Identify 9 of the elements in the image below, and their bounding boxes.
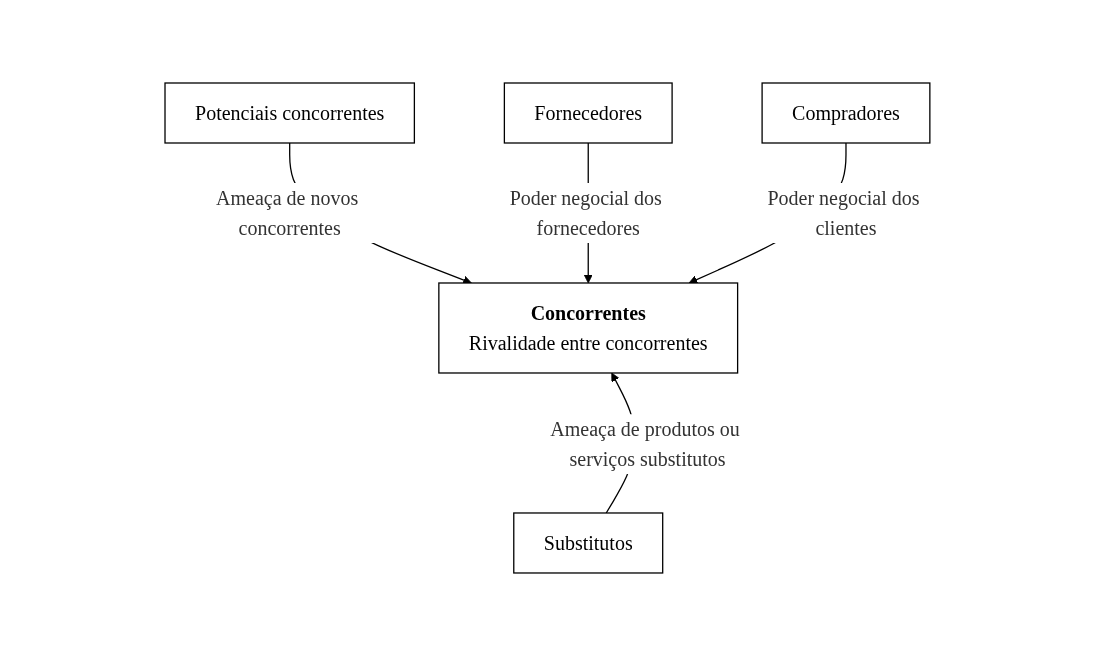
edge-label: Poder negocial dos fornecedores <box>509 186 662 239</box>
node-box: Substitutos <box>513 511 664 574</box>
node-box: Concorrentes Rivalidade entre concorrentes <box>438 281 739 374</box>
edge-label: Ameaça de novos concorrentes <box>216 186 359 239</box>
edge-label: Poder negocial dos clientes <box>767 186 920 239</box>
edge-label: Ameaça de produtos ou serviços substitutos <box>550 417 740 470</box>
node-box: Fornecedores <box>503 81 673 144</box>
node-box: Potenciais concorrentes <box>164 81 415 144</box>
node-box: Compradores <box>761 81 931 144</box>
